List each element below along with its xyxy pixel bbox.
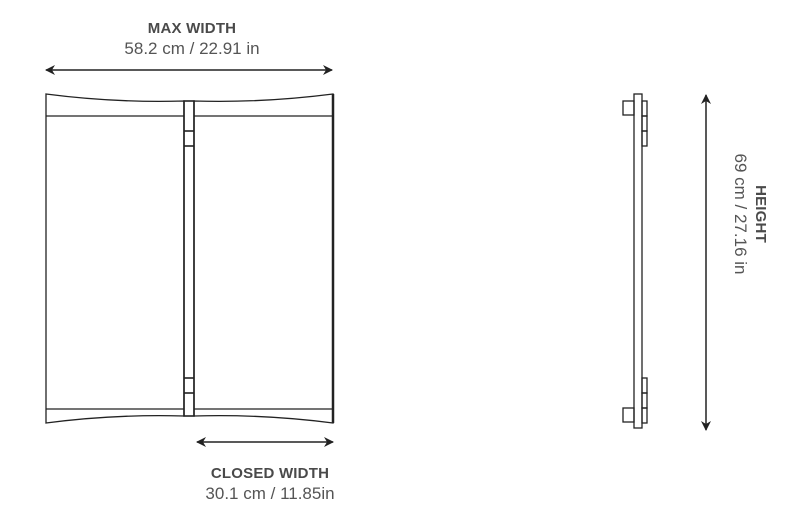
- height-value: 69 cm / 27.16 in: [731, 153, 750, 275]
- max-width-value: 58.2 cm / 22.91 in: [124, 39, 260, 58]
- front-view-open: [45, 93, 335, 424]
- side-view: [622, 93, 648, 429]
- height-label: HEIGHT 69 cm / 27.16 in: [730, 104, 770, 324]
- closed-width-value: 30.1 cm / 11.85in: [205, 484, 335, 503]
- left-panel-outline: [45, 93, 185, 424]
- max-width-title: MAX WIDTH: [147, 20, 237, 37]
- closed-width-title: CLOSED WIDTH: [210, 465, 330, 482]
- center-hinge-column: [183, 100, 195, 417]
- closed-width-label: CLOSED WIDTH 30.1 cm / 11.85in: [160, 464, 380, 504]
- max-width-label: MAX WIDTH 58.2 cm / 22.91 in: [92, 19, 292, 59]
- height-title: HEIGHT: [752, 185, 769, 243]
- right-panel-outline: [193, 93, 334, 424]
- side-panel: [633, 93, 643, 429]
